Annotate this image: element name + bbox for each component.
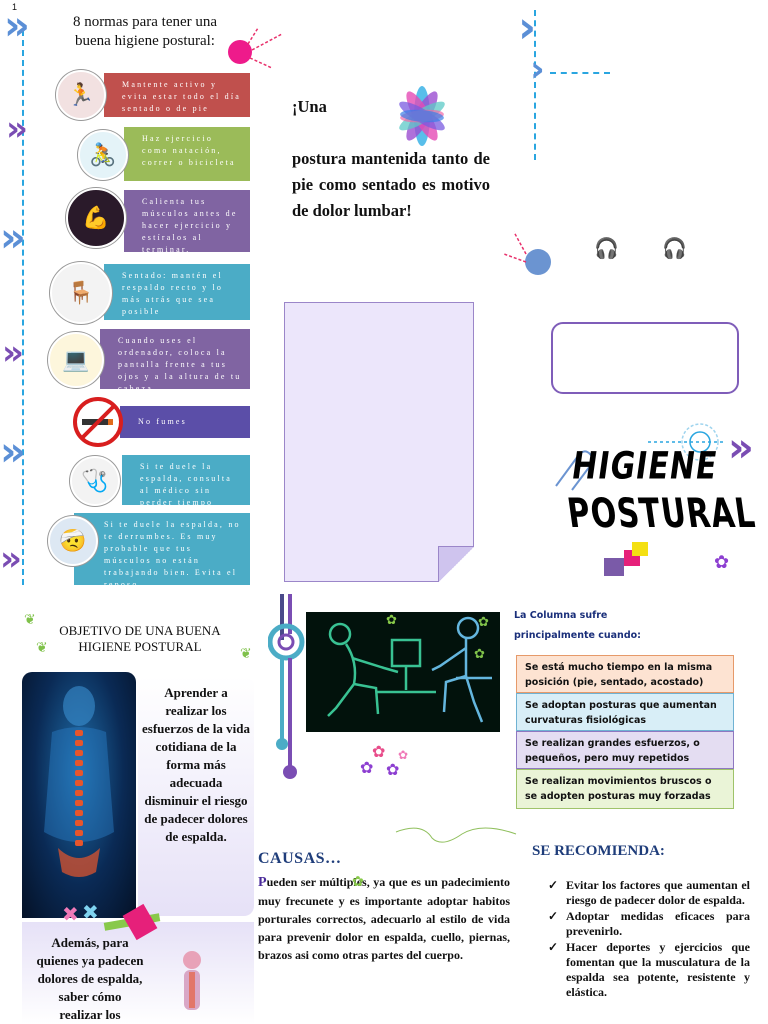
columna-item-2: Se adoptan posturas que aumentan curvatu… [516, 693, 734, 731]
title-line-1: HIGIENE [569, 444, 721, 489]
butterfly-icon: ❦ [24, 613, 36, 628]
chevron-icon: › [530, 49, 545, 90]
causas-drop-cap: P [258, 875, 267, 890]
objective-title-line-1: OBJETIVO DE UNA BUENA [59, 623, 221, 638]
norm-item-7: Si te duele la espalda, consulta al médi… [122, 455, 250, 507]
recomienda-item-2: ✓Adoptar medidas eficaces para prevenirl… [548, 909, 750, 938]
spine-figure-icon [44, 686, 114, 877]
chevron-icon: › [518, 2, 537, 53]
objective-text-2: Además, para quienes ya padecen dolores … [36, 935, 144, 1022]
flower-icon: ✿ [386, 612, 397, 627]
purple-square [604, 558, 624, 576]
flower-icon: ✿ [714, 552, 730, 572]
chevron-icon: » [0, 539, 22, 579]
chevron-icon: » [2, 333, 24, 373]
note-paper [284, 302, 474, 582]
recomienda-title: SE RECOMIENDA: [532, 843, 665, 859]
columna-item-4: Se realizan movimientos bruscos o se ado… [516, 769, 734, 809]
norms-title: 8 normas para tener una buena higiene po… [72, 14, 218, 49]
recomienda-list: ✓Evitar los factores que aumentan el rie… [548, 878, 750, 1001]
brochure-title: HIGIENE POSTURAL [565, 445, 759, 538]
columna-title-line-2: principalmente cuando: [514, 630, 641, 641]
norm-item-1: Mantente activo y evita estar todo el dí… [104, 73, 250, 117]
norm-item-5: Cuando uses el ordenador, coloca la pant… [100, 329, 250, 393]
xray-image [306, 612, 500, 732]
columna-title: La Columna sufre principalmente cuando: [514, 606, 744, 646]
chevron-icon: » [0, 429, 26, 475]
quote-line-1: ¡Una [292, 97, 327, 116]
flower-icon: ✿ [474, 646, 485, 661]
headphones-icon: 🎧 [662, 238, 687, 260]
causas-title: CAUSAS… [258, 850, 342, 867]
norm-item-6: No fumes [120, 406, 250, 438]
page-number: 1 [12, 2, 18, 12]
target-circles-icon [555, 423, 724, 491]
note-fold [438, 546, 474, 582]
check-icon: ✓ [548, 909, 559, 923]
body-figure-icon [183, 951, 201, 1010]
chevron-icon: » [728, 425, 754, 471]
lotus-flower-icon [399, 86, 445, 146]
warmup-image-icon: 💪 [66, 188, 126, 248]
flower-icon: ✿ [478, 614, 489, 629]
objective-title: OBJETIVO DE UNA BUENA HIGIENE POSTURAL [42, 623, 238, 655]
flower-icon: ✿ [386, 762, 400, 779]
butterfly-icon: ❦ [240, 647, 252, 662]
objective-title-line-2: HIGIENE POSTURAL [78, 639, 202, 654]
x-mark-icon: ✖ [82, 900, 99, 924]
curly-line-decoration [395, 827, 517, 843]
norm-item-3: Calienta tus músculos antes de hacer eje… [124, 190, 250, 254]
butterfly-icon: ❦ [36, 641, 48, 656]
check-icon: ✓ [548, 940, 559, 954]
chevron-icon: » [0, 215, 26, 261]
recomienda-item-1: ✓Evitar los factores que aumentan el rie… [548, 878, 750, 907]
doctor-icon: 🩺 [70, 456, 120, 506]
chevron-icon: » [4, 3, 30, 49]
pipe-decoration [268, 594, 305, 779]
posture-quote: ¡Una postura mantenida tanto de pie como… [292, 94, 490, 224]
no-smoking-icon [73, 397, 123, 447]
empty-box [551, 322, 739, 394]
flower-icon: ✿ [360, 760, 374, 777]
columna-title-line-1: La Columna sufre [514, 610, 608, 621]
chair-icon: 🪑 [50, 262, 112, 324]
right-dashed-line [534, 10, 536, 160]
columna-item-3: Se realizan grandes esfuerzos, o pequeño… [516, 731, 734, 769]
spine-image [22, 672, 136, 918]
computer-user-icon: 💻 [48, 332, 104, 388]
norm-item-4: Sentado: mantén el respaldo recto y lo m… [104, 264, 250, 320]
norm-item-2: Haz ejercicio como natación, correr o bi… [124, 127, 250, 181]
headphones-icon: 🎧 [594, 238, 619, 260]
chevron-icon: » [6, 109, 28, 149]
yellow-square [632, 542, 648, 556]
causas-text: Pueden ser múltiples, ya que es un padec… [258, 873, 510, 964]
check-icon: ✓ [548, 878, 559, 892]
x-mark-icon: ✖ [62, 902, 79, 926]
blue-dot-icon [503, 231, 551, 275]
pink-ball-icon [228, 27, 283, 69]
left-dashed-line [22, 30, 24, 585]
norm-item-8: Si te duele la espalda, no te derrumbes.… [74, 513, 250, 589]
cyclist-icon: 🚴 [78, 130, 128, 180]
active-person-icon: 🏃 [56, 70, 106, 120]
objective-text: Aprender a realizar los esfuerzos de la … [138, 676, 254, 916]
columna-item-1: Se está mucho tiempo en la misma posició… [516, 655, 734, 693]
quote-line-2: postura mantenida tanto de pie como sent… [292, 149, 490, 220]
back-pain-icon: 🤕 [48, 516, 98, 566]
flower-icon: ✿ [352, 875, 364, 890]
skeleton-computer-icon [306, 612, 500, 732]
title-line-2: POSTURAL [564, 490, 759, 538]
causas-body: ueden ser múltiples, ya que es un padeci… [258, 875, 510, 962]
recomienda-item-3: ✓Hacer deportes y ejercicios que fomenta… [548, 940, 750, 999]
flower-icon: ✿ [398, 748, 409, 762]
flower-icon: ✿ [372, 744, 386, 761]
right-dashed-hline [550, 72, 610, 74]
